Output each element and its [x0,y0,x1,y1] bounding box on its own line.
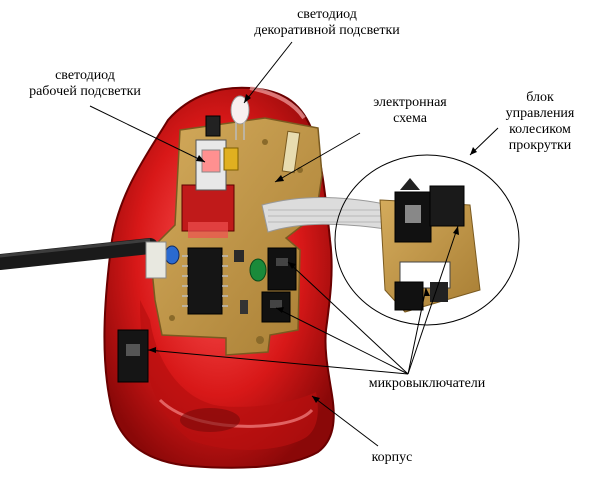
label-wheel-line1: блок [526,90,554,105]
pointer-decorative-led [243,41,293,104]
label-working-led-line1: светодиод [55,68,115,83]
microcontroller-chip [182,247,228,315]
pointer-arrowheads [148,94,477,403]
label-electronic-circuit: электронная схема [350,95,470,127]
pointer-working-led [89,105,206,163]
pointer-micro-1 [287,261,409,375]
ribbon-cable [261,197,393,233]
label-decorative-led-line2: декоративной подсветки [254,23,400,38]
label-housing: корпус [371,450,413,465]
scroll-wheel-unit [334,154,520,326]
label-decorative-led: светодиод декоративной подсветки [232,7,422,39]
label-wheel-line3: колесиком [509,122,571,137]
microswitch-right-top [267,247,297,291]
working-led-assembly [181,115,239,238]
label-wheel-line4: прокрутки [508,138,572,153]
label-circuit-line1: электронная [373,95,447,110]
microswitch-left [117,329,149,383]
label-wheel-line2: управления [505,106,575,121]
pointer-micro-2 [275,307,409,375]
pointer-micro-5 [407,225,459,375]
mouse-cable [0,238,167,279]
pointer-lines [89,41,499,447]
microswitch-right-bottom [261,291,291,323]
pointer-micro-3 [147,349,409,375]
label-scroll-wheel-unit: блок управления колесиком прокрутки [480,90,600,154]
label-working-led: светодиод рабочей подсветки [10,68,160,100]
pointer-circuit [274,132,361,183]
label-microswitches: микровыключатели [368,376,486,391]
label-decorative-led-line1: светодиод [297,7,357,22]
pointer-housing [311,395,379,447]
components [164,245,267,314]
label-circuit-line2: схема [393,111,427,126]
pointer-micro-4 [407,287,427,375]
label-working-led-line2: рабочей подсветки [29,84,141,99]
